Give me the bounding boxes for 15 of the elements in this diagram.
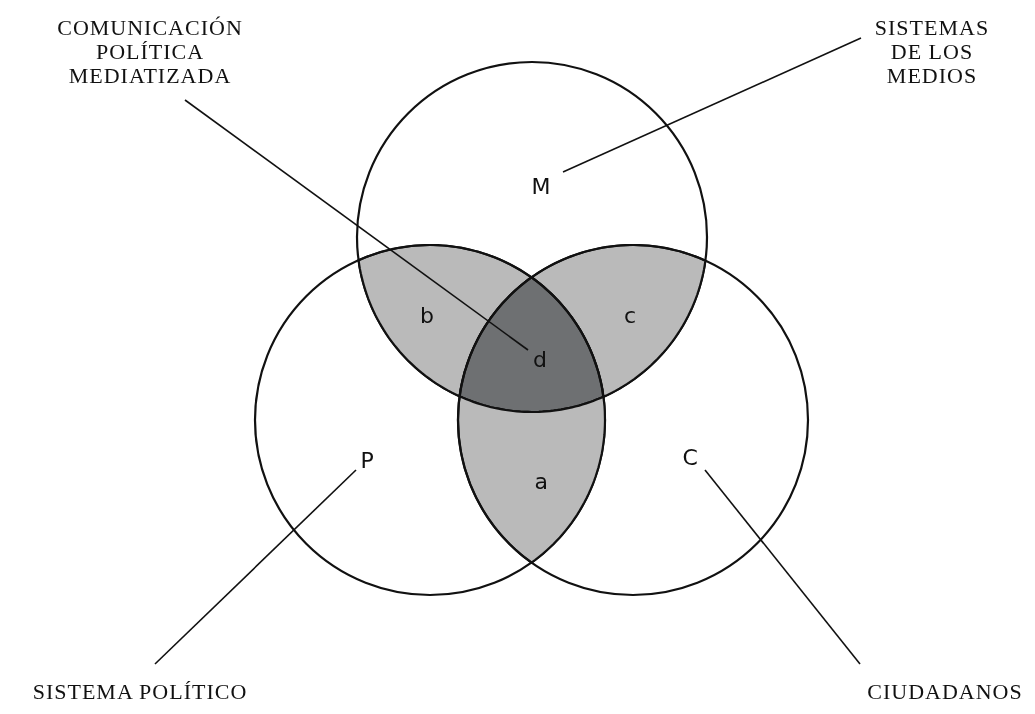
circle-letter: C [682, 447, 698, 469]
leader-line [704, 469, 861, 665]
circle-letter: M [531, 176, 551, 198]
region-letter: b [420, 305, 434, 327]
circle-letter: P [360, 450, 374, 472]
caption-label: SISTEMAS DE LOS MEDIOS [862, 16, 1002, 89]
region-letter: a [534, 471, 548, 493]
region-letter: c [624, 305, 637, 327]
caption-label: CIUDADANOS [855, 680, 1035, 705]
region-letter: d [533, 349, 547, 371]
leader-line [562, 37, 862, 173]
caption-label: SISTEMA POLÍTICO [0, 680, 280, 705]
leader-line [154, 469, 357, 665]
leader-line [184, 99, 529, 351]
caption-label: COMUNICACIÓN POLÍTICA MEDIATIZADA [20, 16, 280, 89]
